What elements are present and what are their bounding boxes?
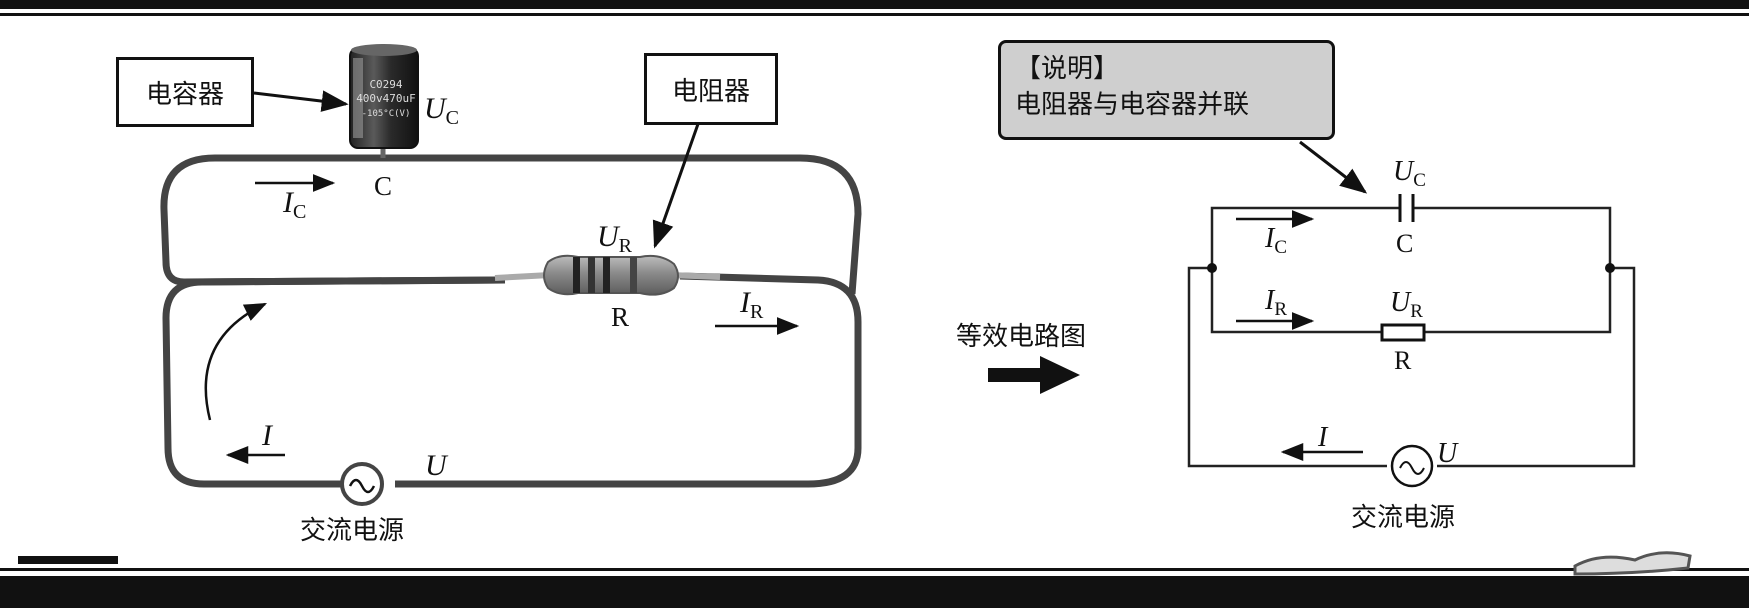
cap-voltage-label: UC	[424, 92, 459, 129]
schematic-capacitor	[1398, 194, 1415, 222]
schematic-source-voltage-label: U	[1437, 438, 1459, 469]
cap-letter: C	[374, 171, 392, 201]
capacitor-callout-box: 电容器	[116, 57, 254, 127]
schematic-cap-current-label: IC	[1264, 223, 1287, 258]
note-text: 电阻器与电容器并联	[1015, 90, 1250, 120]
bottom-right-tab	[1520, 592, 1670, 608]
total-current-label: I	[261, 419, 274, 452]
resistor-callout-box: 电阻器	[644, 53, 778, 125]
junction-node-left	[1207, 263, 1217, 273]
note-title: 【说明】	[1015, 54, 1120, 84]
bottom-border-bar	[0, 576, 1749, 608]
schematic-res-letter: R	[1394, 346, 1412, 375]
circulation-arrow	[204, 302, 268, 421]
schematic-cap-letter: C	[1396, 229, 1413, 258]
right-source-label: 交流电源	[1351, 503, 1456, 533]
bottom-border-line	[0, 568, 1749, 571]
top-border-bar	[0, 0, 1749, 9]
capacitor-callout-label: 电容器	[145, 79, 224, 110]
res-current-label: IR	[739, 286, 764, 323]
top-border-line	[0, 13, 1749, 16]
schematic-resistor	[1380, 323, 1426, 342]
ac-source-left	[340, 462, 384, 506]
note-pointer-arrow	[1299, 140, 1368, 194]
resistor-component	[494, 254, 721, 296]
schematic-res-current-label: IR	[1264, 285, 1287, 320]
resistor-callout-label: 电阻器	[671, 76, 750, 107]
capacitor-print-line: C0294	[369, 78, 402, 91]
res-voltage-label: UR	[597, 220, 633, 257]
schematic-wires	[1187, 206, 1636, 468]
equivalent-circuit-label: 等效电路图	[956, 322, 1087, 352]
junction-node-right	[1605, 263, 1615, 273]
capacitor-print-line: 400v470uF	[356, 92, 416, 105]
resistor-callout-arrow	[652, 123, 700, 249]
schematic-res-voltage-label: UR	[1390, 287, 1423, 322]
left-wire-loops	[160, 154, 862, 488]
cap-current-label: IC	[282, 186, 306, 223]
left-source-label: 交流电源	[300, 516, 405, 546]
equivalent-arrow	[988, 356, 1080, 394]
bottom-left-dash	[18, 556, 118, 564]
capacitor-component: C0294 400v470uF -105°C(V)	[349, 44, 419, 158]
source-voltage-label: U	[425, 449, 449, 482]
res-letter: R	[611, 302, 629, 332]
capacitor-callout-arrow	[253, 90, 349, 112]
note-box: 【说明】 电阻器与电容器并联	[998, 40, 1335, 140]
page-corner-ornament	[1573, 551, 1692, 576]
schematic-total-current-label: I	[1317, 422, 1329, 453]
ac-source-right	[1390, 444, 1434, 488]
capacitor-print-line: -105°C(V)	[362, 109, 411, 119]
schematic-cap-voltage-label: UC	[1393, 156, 1426, 191]
